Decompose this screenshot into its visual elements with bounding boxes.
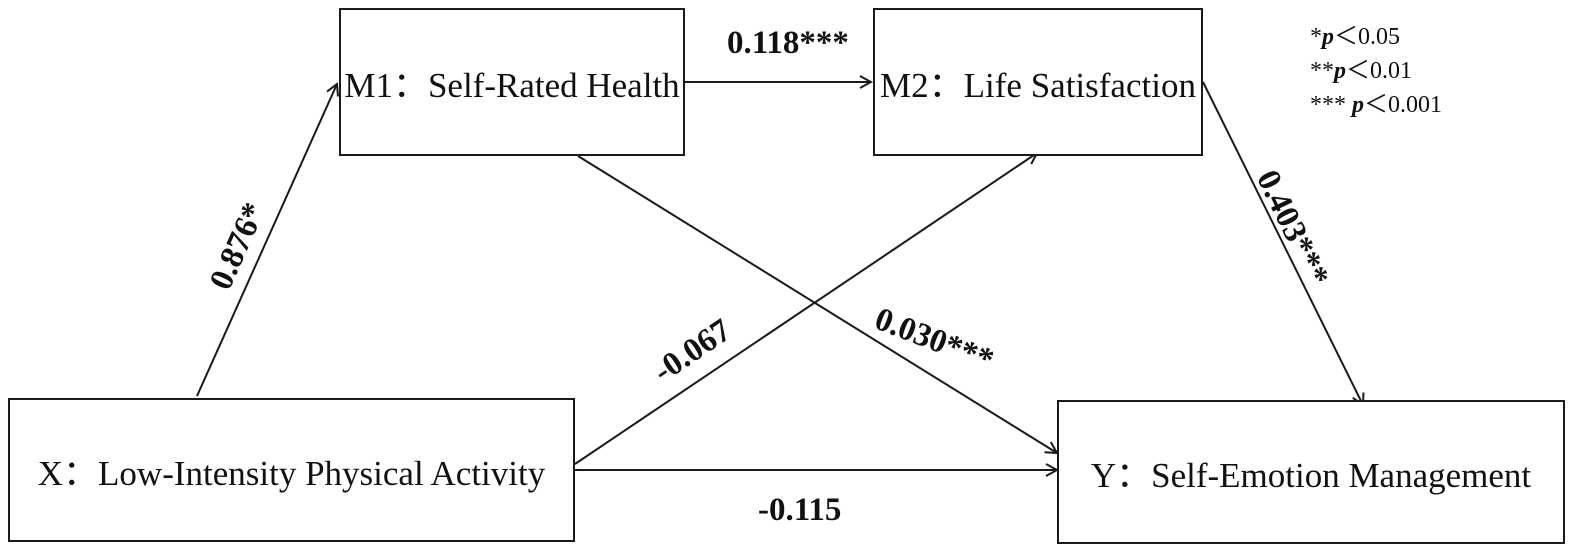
- arrow-m1-to-y: [577, 155, 1057, 453]
- significance-legend: *p＜0.05 **p＜0.01 *** p＜0.001: [1310, 20, 1442, 122]
- arrow-x-to-m2: [574, 153, 1037, 465]
- node-m2-life-satisfaction: M2：Life Satisfaction: [873, 8, 1203, 156]
- coef-x-to-y: -0.115: [758, 492, 842, 528]
- legend-p: p: [1322, 24, 1334, 50]
- legend-p: p: [1334, 58, 1346, 84]
- node-m1-self-rated-health: M1：Self-Rated Health: [339, 8, 685, 156]
- legend-threshold: ＜0.05: [1334, 24, 1400, 50]
- node-x-physical-activity: X：Low-Intensity Physical Activity: [8, 398, 575, 542]
- arrow-x-to-m1: [196, 84, 337, 397]
- legend-threshold: ＜0.01: [1346, 58, 1412, 84]
- arrow-m2-to-y: [1202, 81, 1363, 405]
- legend-row: **p＜0.01: [1310, 54, 1442, 88]
- legend-stars: **: [1310, 58, 1334, 84]
- legend-row: *** p＜0.001: [1310, 88, 1442, 122]
- legend-stars: *: [1310, 24, 1322, 50]
- legend-stars: ***: [1310, 92, 1352, 118]
- coef-m1-to-m2: 0.118***: [727, 25, 849, 61]
- node-y-self-emotion-management: Y：Self-Emotion Management: [1057, 400, 1565, 544]
- legend-row: *p＜0.05: [1310, 20, 1442, 54]
- node-m2-label: M2：Life Satisfaction: [880, 65, 1196, 105]
- node-m1-label: M1：Self-Rated Health: [344, 65, 680, 105]
- legend-p: p: [1352, 92, 1364, 118]
- node-x-label: X：Low-Intensity Physical Activity: [37, 453, 546, 493]
- node-y-label: Y：Self-Emotion Management: [1090, 455, 1532, 495]
- legend-threshold: ＜0.001: [1364, 92, 1442, 118]
